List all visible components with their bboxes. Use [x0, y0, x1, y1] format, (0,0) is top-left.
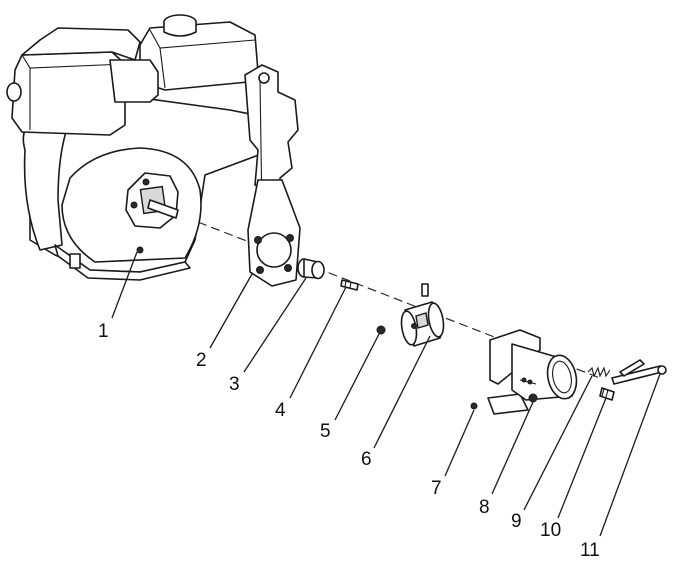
callout-9: 9	[511, 511, 522, 532]
engine-part	[6, 14, 299, 281]
lever-rod-part	[611, 359, 667, 385]
leader-line-8	[491, 401, 534, 495]
callout-4: 4	[275, 400, 286, 421]
adapter-plate-part	[247, 179, 301, 287]
callout-10: 10	[540, 520, 561, 541]
gasket-part	[470, 393, 529, 415]
callout-1: 1	[98, 321, 109, 342]
leader-line-11	[599, 373, 661, 537]
leader-line-9	[523, 375, 593, 511]
key-pin-part	[340, 279, 359, 291]
bolt-part	[599, 387, 615, 401]
callout-11: 11	[580, 540, 600, 561]
leader-line-4	[289, 286, 347, 399]
bushing-part	[297, 258, 325, 280]
callout-7: 7	[431, 478, 442, 499]
pump-housing-part	[489, 329, 578, 403]
leader-line-3	[243, 277, 307, 373]
leader-line-5	[334, 333, 380, 421]
callout-8: 8	[479, 497, 490, 518]
leader-line-7	[444, 409, 475, 477]
leader-line-10	[557, 397, 607, 519]
leader-line-6	[373, 335, 431, 449]
callout-5: 5	[320, 421, 331, 442]
leader-line-1	[111, 251, 138, 319]
callout-3: 3	[229, 374, 240, 395]
callout-2: 2	[196, 350, 207, 371]
spring-part	[587, 366, 611, 378]
leader-line-2	[209, 273, 253, 349]
ball-part	[376, 325, 386, 335]
coupling-part	[400, 283, 445, 347]
callout-6: 6	[361, 449, 372, 470]
